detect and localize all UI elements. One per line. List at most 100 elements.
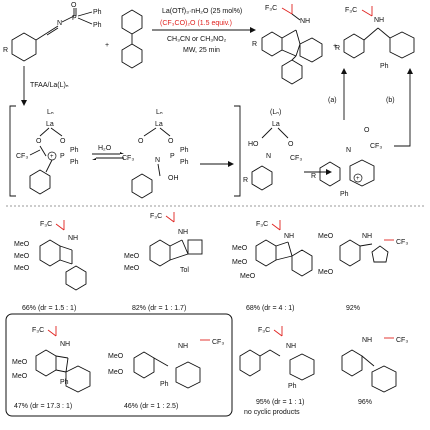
cf3-label: CF₃ — [16, 153, 28, 160]
product-8: CF₃ NH 96% — [341, 337, 408, 406]
product-7: F₃C NH Ph 95% (dr = 1 : 1) no cyclic pro… — [239, 326, 315, 416]
plus-sign: + — [333, 43, 337, 50]
ph-label: Ph — [160, 381, 169, 388]
nitrogen-label: N — [155, 157, 160, 164]
cf3-label: CF₃ — [396, 239, 408, 246]
ph-label: Ph — [60, 379, 69, 386]
conditions-arrow: La(OTf)₃·nH₂O (25 mol%) (CF₃CO)₂O (1.5 e… — [152, 8, 256, 54]
product-4: CF₃ NH MeO MeO 92% — [318, 233, 408, 312]
product-b-structure: F₃C NH Ph R — [335, 6, 415, 70]
plus-sign: + — [105, 42, 109, 49]
ligand-label: Lₙ — [47, 109, 54, 116]
r-group-label: R — [335, 45, 340, 52]
yield-label: 82% (dr = 1 : 1.7) — [132, 305, 186, 312]
equilibrium-arrows: H₂O — [92, 145, 124, 160]
plus-charge: + — [50, 154, 54, 160]
phosphorus-label: P — [72, 15, 77, 22]
nh-label: NH — [286, 343, 296, 350]
diene-reagent — [121, 9, 143, 69]
product-2: F₃C NH MeO MeO Tol 82% (dr = 1 : 1.7) — [124, 212, 203, 312]
tolyl-label: Tol — [180, 267, 189, 274]
yield-label: 92% — [346, 305, 360, 312]
methoxy-label: MeO — [318, 269, 334, 276]
ph-label: Ph — [288, 383, 297, 390]
nh-label: NH — [362, 337, 372, 344]
nh-label: NH — [362, 233, 372, 240]
cf3-label: CF₃ — [370, 143, 382, 150]
cf3-label: CF₃ — [212, 339, 224, 346]
f3c-label: F₃C — [150, 213, 162, 220]
nitrogen-label: N — [57, 20, 62, 27]
yield-label: 68% (dr = 4 : 1) — [246, 305, 294, 312]
activation-arrow: TFAA/La(L)ₙ — [21, 66, 69, 106]
r-group-label: R — [311, 173, 316, 180]
lanthanum-label: La — [155, 121, 163, 128]
nh-label: NH — [178, 229, 188, 236]
phosphorus-label: P — [170, 153, 175, 160]
solvent-text: CH₃CN or CH₃NO₂ — [167, 36, 227, 43]
nh-label: NH — [300, 18, 310, 25]
methoxy-label: MeO — [12, 373, 28, 380]
f3c-label: F₃C — [40, 221, 52, 228]
ph-label: Ph — [93, 9, 102, 16]
nitrogen-label: N — [266, 153, 271, 160]
anhydride-text: (CF₃CO)₂O (1.5 equiv.) — [160, 20, 232, 27]
oxygen-label: O — [71, 2, 77, 9]
step-arrowhead — [228, 161, 234, 167]
ligand-label: (Lₙ) — [270, 109, 281, 116]
ph-label: Ph — [340, 191, 349, 198]
methoxy-label: MeO — [108, 369, 124, 376]
hydroxy-label: HO — [248, 141, 259, 148]
path-b-arrow: (b) — [386, 68, 413, 147]
f3c-label: F₃C — [345, 7, 357, 14]
ph-label: Ph — [93, 22, 102, 29]
r-group-label: R — [252, 41, 257, 48]
phosphorus-label: P — [60, 153, 65, 160]
yield-label: 46% (dr = 1 : 2.5) — [124, 403, 178, 410]
mechanism-bracket — [9, 105, 241, 197]
lanthanum-label: La — [46, 121, 54, 128]
product-3: F₃C NH MeO MeO MeO 68% (dr = 4 : 1) — [232, 220, 313, 312]
f3c-label: F₃C — [258, 327, 270, 334]
path-a-arrow: (a) — [328, 68, 347, 120]
nh-label: NH — [374, 17, 384, 24]
methoxy-label: MeO — [14, 265, 30, 272]
intermediate-2: Lₙ La O O CF₃ N P Ph Ph OH — [122, 109, 189, 199]
intermediate-3: (Lₙ) La HO O N CF₃ R — [243, 109, 302, 191]
f3c-label: F₃C — [32, 327, 44, 334]
methoxy-label: MeO — [12, 359, 28, 366]
methoxy-label: MeO — [240, 273, 256, 280]
activation-reagent: TFAA/La(L)ₙ — [30, 82, 69, 89]
methoxy-label: MeO — [232, 245, 248, 252]
r-group-label: R — [243, 177, 248, 184]
oxygen-label: O — [168, 138, 174, 145]
ph-label: Ph — [180, 147, 189, 154]
methoxy-label: MeO — [318, 233, 334, 240]
water-label: H₂O — [98, 145, 112, 152]
f3c-label: F₃C — [265, 5, 277, 12]
cation-intermediate: O CF₃ N + Ph R — [311, 127, 382, 198]
nh-label: NH — [178, 343, 188, 350]
yield-label: 47% (dr = 17.3 : 1) — [14, 403, 72, 410]
oxygen-label: O — [36, 138, 42, 145]
ph-label: Ph — [180, 159, 189, 166]
methoxy-label: MeO — [14, 253, 30, 260]
intermediate-1: Lₙ La O O CF₃ + P Ph Ph — [16, 109, 79, 195]
highlight-box — [5, 313, 233, 417]
product-1: F₃C NH MeO MeO MeO 66% (dr = 1.5 : 1) — [14, 220, 87, 312]
cf3-label: CF₃ — [290, 155, 302, 162]
plus-charge: + — [356, 176, 360, 182]
cf3-label: CF₃ — [396, 337, 408, 344]
nitrogen-label: N — [346, 147, 351, 154]
yield-label: 95% (dr = 1 : 1) — [256, 399, 304, 406]
methoxy-label: MeO — [124, 265, 140, 272]
ph-label: Ph — [70, 159, 79, 166]
f3c-label: F₃C — [256, 221, 268, 228]
product-6: CF₃ NH MeO MeO Ph 46% (dr = 1 : 2.5) — [108, 339, 224, 410]
methoxy-label: MeO — [108, 353, 124, 360]
cf3-label: CF₃ — [122, 155, 134, 162]
methoxy-label: MeO — [14, 241, 30, 248]
product-5: F₃C NH MeO MeO Ph 47% (dr = 17.3 : 1) — [12, 326, 91, 410]
methoxy-label: MeO — [232, 259, 248, 266]
